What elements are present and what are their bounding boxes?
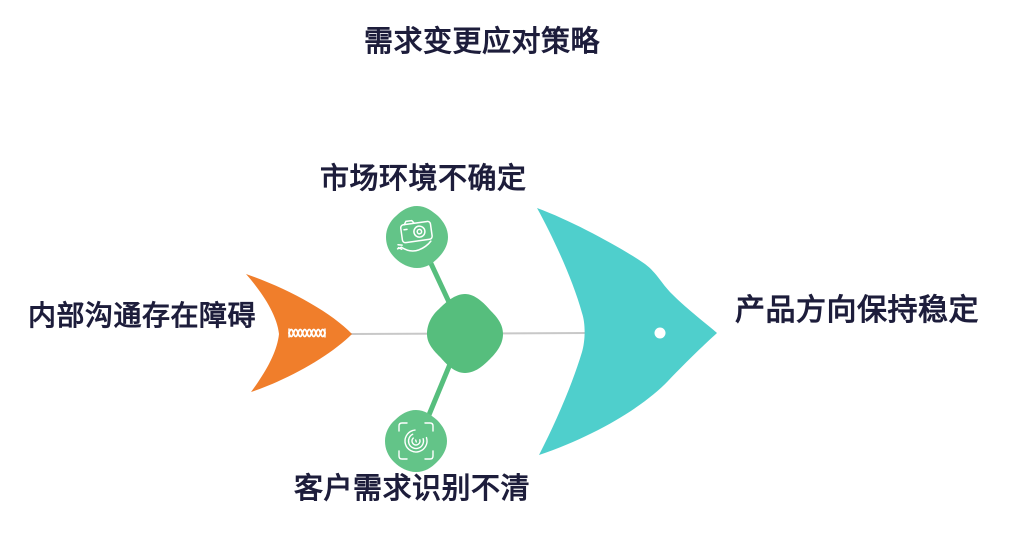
head-label: 产品方向保持稳定 xyxy=(735,294,979,327)
bottom-branch-label: 客户需求识别不清 xyxy=(294,473,531,505)
fish-tail-shape xyxy=(246,274,352,392)
fish-head-shape xyxy=(537,208,717,455)
dna-icon xyxy=(288,328,326,338)
center-node-blob xyxy=(427,294,503,373)
tail-label: 内部沟通存在障碍 xyxy=(28,300,257,331)
fish-eye-dot xyxy=(654,327,666,339)
camera-in-hand-icon xyxy=(396,219,433,252)
page-title: 需求变更应对策略 xyxy=(363,26,601,58)
top-branch-label: 市场环境不确定 xyxy=(320,163,527,195)
fingerprint-scan-icon xyxy=(398,422,434,460)
